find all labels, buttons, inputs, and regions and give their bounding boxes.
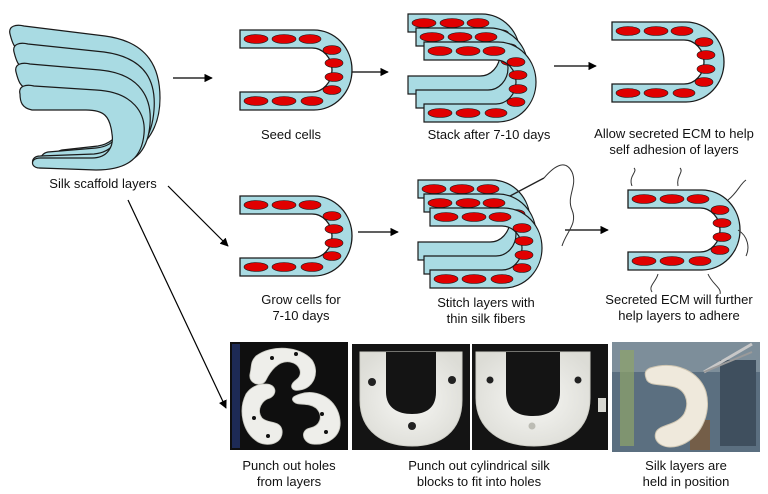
photo-silk-blocks-right [472, 344, 608, 450]
caption-stitch-line2: thin silk fibers [416, 311, 556, 326]
caption-stitch-line1: Stitch layers with [416, 295, 556, 310]
caption-ecm-further-line1: Secreted ECM will further [592, 292, 766, 307]
caption-scaffold-layers: Silk scaffold layers [38, 176, 168, 191]
caption-punch-holes-line1: Punch out holes [230, 458, 348, 473]
photo-punched-layers [230, 342, 348, 450]
caption-punch-blocks-line2: blocks to fit into holes [384, 474, 574, 489]
secreted-ecm-layer-icon [628, 168, 748, 294]
caption-seed-cells: Seed cells [246, 127, 336, 142]
caption-held-line2: held in position [626, 474, 746, 489]
stitched-layers-icon [418, 165, 574, 288]
caption-stack: Stack after 7-10 days [414, 127, 564, 142]
thread-icon [544, 165, 574, 246]
seeded-layer-icon [240, 30, 352, 110]
photo-held-layers [612, 342, 760, 452]
arrow-scaffold-to-grow [168, 186, 228, 246]
caption-allow-ecm-line2: self adhesion of layers [582, 142, 766, 157]
caption-held-line1: Silk layers are [626, 458, 746, 473]
scaffold-layers-stack-icon [10, 25, 160, 170]
photo-silk-blocks-left [352, 344, 470, 450]
caption-grow-line1: Grow cells for [246, 292, 356, 307]
grown-layer-icon [240, 196, 352, 276]
needle-icon [510, 178, 544, 196]
caption-ecm-further-line2: help layers to adhere [592, 308, 766, 323]
arrow-scaffold-to-punch-holes [128, 200, 226, 408]
caption-punch-holes-line2: from layers [230, 474, 348, 489]
caption-allow-ecm-line1: Allow secreted ECM to help [582, 126, 766, 141]
adhered-layer-icon [612, 22, 724, 102]
caption-punch-blocks-line1: Punch out cylindrical silk [384, 458, 574, 473]
stacked-layers-icon [408, 14, 536, 122]
caption-grow-line2: 7-10 days [246, 308, 356, 323]
